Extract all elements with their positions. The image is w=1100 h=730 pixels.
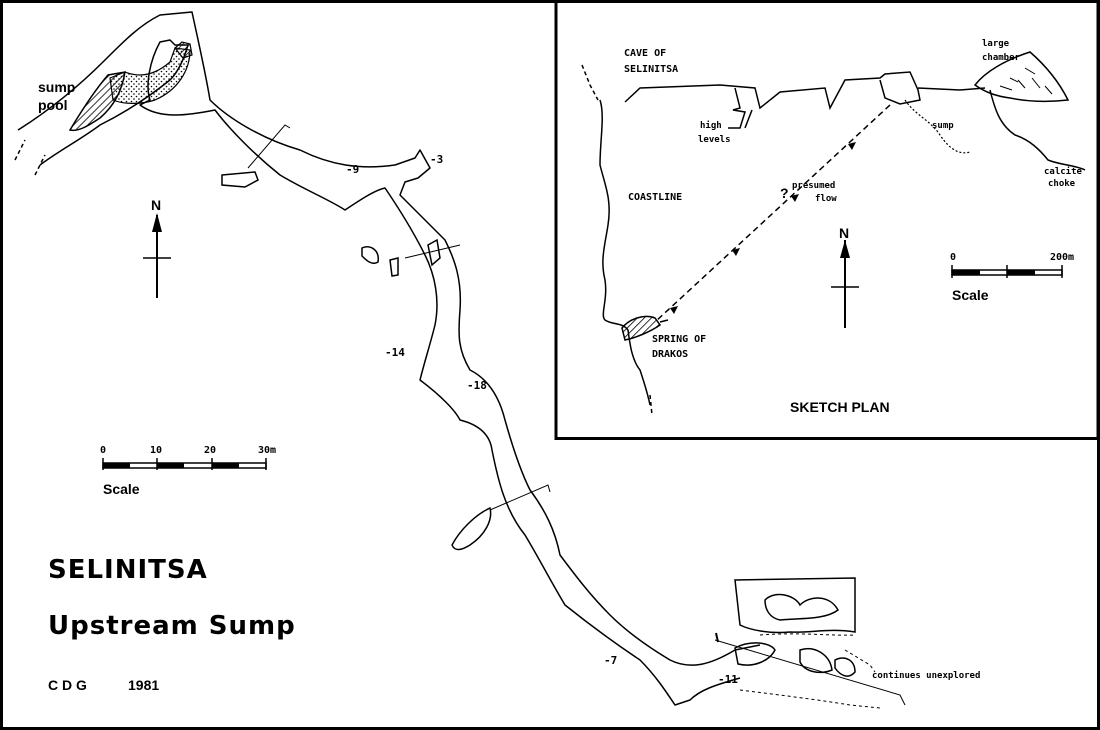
survey-line-downstream bbox=[714, 639, 906, 706]
coastline-label: COASTLINE bbox=[628, 192, 682, 203]
survey-tick-1 bbox=[715, 632, 719, 643]
cross-section-line-3 bbox=[489, 484, 551, 511]
side-chamber-1 bbox=[221, 171, 259, 188]
continues-unexplored-label: continues unexplored bbox=[872, 670, 980, 681]
sump-dashed-1 bbox=[14, 139, 26, 161]
scale-word-main: Scale bbox=[103, 481, 140, 497]
dashed-outline-1 bbox=[759, 633, 856, 636]
drakos-label: DRAKOS bbox=[652, 349, 688, 360]
depth-label-18: -18 bbox=[467, 379, 487, 392]
inset-scale-tick-200: 200m bbox=[1050, 252, 1074, 263]
high-levels-line bbox=[728, 87, 753, 129]
depth-label-3: -3 bbox=[430, 153, 443, 166]
scale-tick-30: 30m bbox=[258, 445, 276, 456]
scale-tick-20: 20 bbox=[204, 445, 216, 456]
flow-arrow-2 bbox=[791, 194, 799, 202]
inset-scale-tick-0: 0 bbox=[950, 252, 956, 263]
selinitsa-label: SELINITSA bbox=[624, 64, 678, 75]
north-label-inset: N bbox=[839, 225, 849, 241]
spring-drakos bbox=[621, 315, 662, 341]
calcite-choke-passage bbox=[989, 89, 1086, 171]
spring-inflow bbox=[659, 319, 669, 323]
presumed-flow-line bbox=[654, 104, 891, 323]
chamber-label: chamber bbox=[982, 53, 1021, 63]
sump-dashed-2 bbox=[34, 154, 46, 176]
sump-label-inset: sump bbox=[932, 121, 954, 131]
island-3 bbox=[427, 238, 441, 267]
sump-pool-entry bbox=[174, 41, 193, 59]
presumed-label: presumed bbox=[792, 181, 835, 191]
depth-label-11: -11 bbox=[718, 673, 738, 686]
map-title: SELINITSA bbox=[48, 555, 208, 585]
flow-label: flow bbox=[815, 194, 837, 204]
north-arrow-inset: N bbox=[831, 225, 859, 328]
scale-tick-0: 0 bbox=[100, 445, 106, 456]
large-label: large bbox=[982, 39, 1010, 49]
flow-arrow-1 bbox=[848, 142, 856, 150]
cross-section-line-2 bbox=[404, 244, 461, 259]
spring-of-label: SPRING OF bbox=[652, 334, 706, 345]
scale-tick-10: 10 bbox=[150, 445, 162, 456]
scale-bar-main: 0 10 20 30m Scale bbox=[100, 445, 276, 497]
inset-frame bbox=[554, 0, 1100, 440]
question-mark: ? bbox=[780, 185, 789, 201]
levels-label: levels bbox=[698, 135, 731, 145]
scale-bar-inset: 0 200m Scale bbox=[950, 252, 1074, 303]
chamber-arrows bbox=[999, 67, 1053, 95]
choke-label: choke bbox=[1048, 179, 1076, 189]
sketch-plan-title: SKETCH PLAN bbox=[790, 399, 890, 415]
cross-section-line-1 bbox=[247, 124, 291, 169]
coastline-dashed-north bbox=[581, 64, 599, 101]
map-subtitle: Upstream Sump bbox=[48, 611, 296, 641]
downstream-chamber bbox=[734, 577, 856, 677]
large-chamber bbox=[973, 51, 1070, 103]
cave-passage-line bbox=[624, 71, 986, 111]
depth-label-7: -7 bbox=[604, 654, 617, 667]
sump-dotted bbox=[904, 99, 971, 154]
dashed-outline-2 bbox=[739, 689, 881, 709]
dashed-outline-3 bbox=[844, 649, 876, 673]
scale-word-inset: Scale bbox=[952, 287, 989, 303]
side-chamber-2 bbox=[451, 506, 492, 551]
north-arrow-main: N bbox=[143, 197, 171, 298]
coastline-dashed-south bbox=[649, 394, 653, 416]
island-2 bbox=[389, 257, 399, 277]
depth-label-14: -14 bbox=[385, 346, 405, 359]
sump-label-1: sump bbox=[38, 79, 75, 95]
flow-arrow-4 bbox=[670, 306, 678, 314]
sketch-plan-inset: CAVE OF SELINITSA high levels sump large… bbox=[554, 0, 1100, 440]
credit-org: C D G bbox=[48, 677, 87, 693]
high-label: high bbox=[700, 120, 722, 131]
flow-arrow-3 bbox=[732, 248, 740, 256]
calcite-label: calcite bbox=[1044, 166, 1083, 177]
cave-of-label: CAVE OF bbox=[624, 48, 666, 59]
island-1 bbox=[361, 246, 379, 265]
depth-label-9: -9 bbox=[346, 163, 359, 176]
coastline bbox=[599, 99, 651, 406]
north-label-main: N bbox=[151, 197, 161, 213]
sump-label-2: pool bbox=[38, 97, 68, 113]
credit-year: 1981 bbox=[128, 677, 159, 693]
sump-pool-dotted bbox=[109, 47, 191, 104]
